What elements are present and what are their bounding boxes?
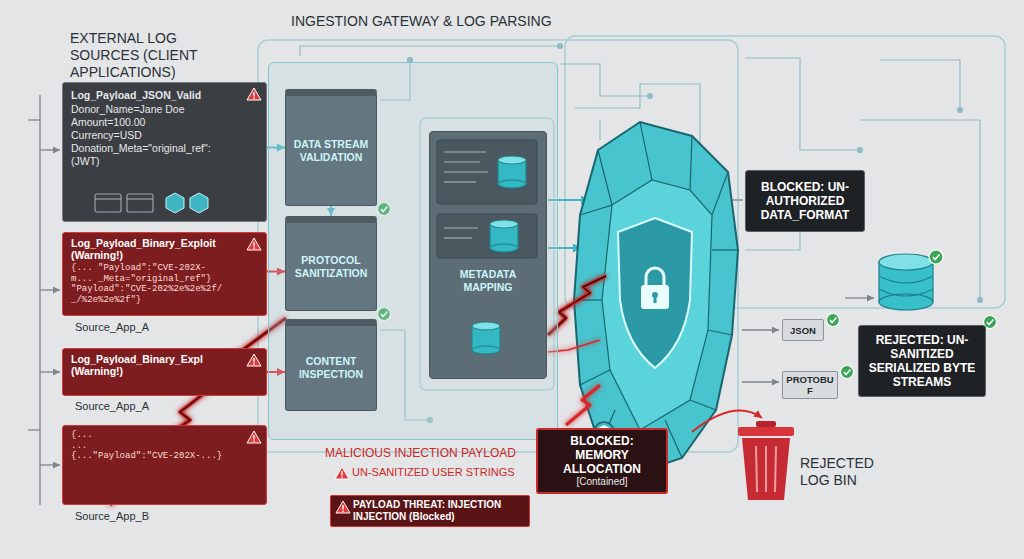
- label-text: EXTERNAL LOG SOURCES (CLIENT APPLICATION…: [70, 30, 245, 81]
- node-text: BLOCKED: UN-AUTHORIZED DATA_FORMAT: [751, 180, 859, 222]
- node-text: Currency=USD: [71, 129, 242, 142]
- format-tag: PROTOBUF: [782, 371, 838, 399]
- stage-box: DATA STREAM VALIDATION: [285, 89, 377, 206]
- node-text: {..."Payload":"CVE-202X-...}: [71, 451, 244, 462]
- mapping-illustration: [430, 132, 546, 378]
- node-text: DATA STREAM VALIDATION: [290, 138, 372, 164]
- exploit-log-box: Log_Payload_Binary_Exploit (Warning!) {..…: [62, 232, 267, 316]
- node-text: _/%2e%2e%2f"}: [71, 295, 244, 306]
- node-text: m... _Meta="original_ref"}: [71, 274, 244, 285]
- node-text: "Payload":"CVE-202%2e%2e%2f/: [71, 284, 244, 295]
- node-text: METADATA MAPPING: [436, 268, 540, 294]
- gateway-panel: INGESTION GATEWAY & LOG PARSINGDATA STRE…: [268, 62, 558, 440]
- threat-box: PAYLOAD THREAT: INJECTION INJECTION (Blo…: [330, 495, 530, 527]
- node-text: {...: [71, 430, 244, 441]
- node-text: Amount=100.00: [71, 116, 242, 129]
- warning-icon: [246, 353, 262, 367]
- mapping-panel: METADATA MAPPING: [429, 131, 547, 379]
- format-tag: JSON: [782, 319, 824, 341]
- warning-icon: [335, 467, 349, 479]
- app-icons: [93, 190, 243, 216]
- node-text: Log_Payload_Binary_Expl (Warning!): [71, 353, 244, 377]
- node-text: CONTENT INSPECTION: [290, 355, 372, 381]
- node-text: INGESTION GATEWAY & LOG PARSING: [291, 13, 552, 29]
- node-text: JSON: [785, 325, 821, 336]
- warning-icon: [246, 87, 262, 101]
- node-text: Log_Payload_JSON_Valid: [71, 89, 242, 101]
- label-text: Source_App_A: [75, 321, 149, 333]
- rejected-callout: REJECTED: UN-SANITIZED SERIALIZED BYTE S…: [858, 325, 986, 397]
- warning-icon: [246, 430, 262, 444]
- stage-box: PROTOCOL SANITIZATION: [285, 216, 377, 311]
- source-log-box: Log_Payload_JSON_ValidDonor_Name=Jane Do…: [62, 82, 267, 222]
- node-text: [Contained]: [542, 476, 662, 488]
- node-text: PROTOCOL SANITIZATION: [290, 254, 372, 280]
- label-text: UN-SANITIZED USER STRINGS: [352, 466, 515, 478]
- label-text: Source_App_A: [75, 400, 149, 412]
- shield-illustration: [574, 122, 738, 472]
- node-text: REJECTED: UN-SANITIZED SERIALIZED BYTE S…: [864, 333, 980, 389]
- node-text: PROTOBUF: [785, 374, 835, 396]
- rejected-bin: [692, 411, 794, 500]
- source-feed-lines: [28, 95, 60, 505]
- blocked-callout: BLOCKED: UN-AUTHORIZED DATA_FORMAT: [745, 170, 865, 232]
- blocked-callout: BLOCKED: MEMORY ALLOCATION[Contained]: [536, 428, 668, 494]
- database-icon: [879, 254, 933, 310]
- label-text: REJECTED LOG BIN: [800, 455, 886, 489]
- node-text: Log_Payload_Binary_Exploit (Warning!): [71, 237, 244, 261]
- exploit-log-box: {......{..."Payload":"CVE-202X-...}: [62, 425, 267, 505]
- node-text: ...: [71, 441, 244, 452]
- node-text: PAYLOAD THREAT: INJECTION INJECTION (Blo…: [353, 499, 525, 523]
- warning-icon: [335, 500, 351, 514]
- frames: [258, 36, 1005, 452]
- node-text: Donor_Name=Jane Doe: [71, 103, 242, 116]
- warning-icon: [246, 237, 262, 251]
- node-text: {... "Payload":"CVE-202X-: [71, 263, 244, 274]
- label-text: MALICIOUS INJECTION PAYLOAD: [325, 446, 516, 460]
- stage-box: CONTENT INSPECTION: [285, 319, 377, 411]
- exploit-log-box: Log_Payload_Binary_Expl (Warning!): [62, 348, 267, 396]
- node-text: BLOCKED: MEMORY ALLOCATION: [542, 434, 662, 476]
- label-text: Source_App_B: [75, 510, 149, 522]
- node-text: Donation_Meta="original_ref": (JWT): [71, 142, 242, 168]
